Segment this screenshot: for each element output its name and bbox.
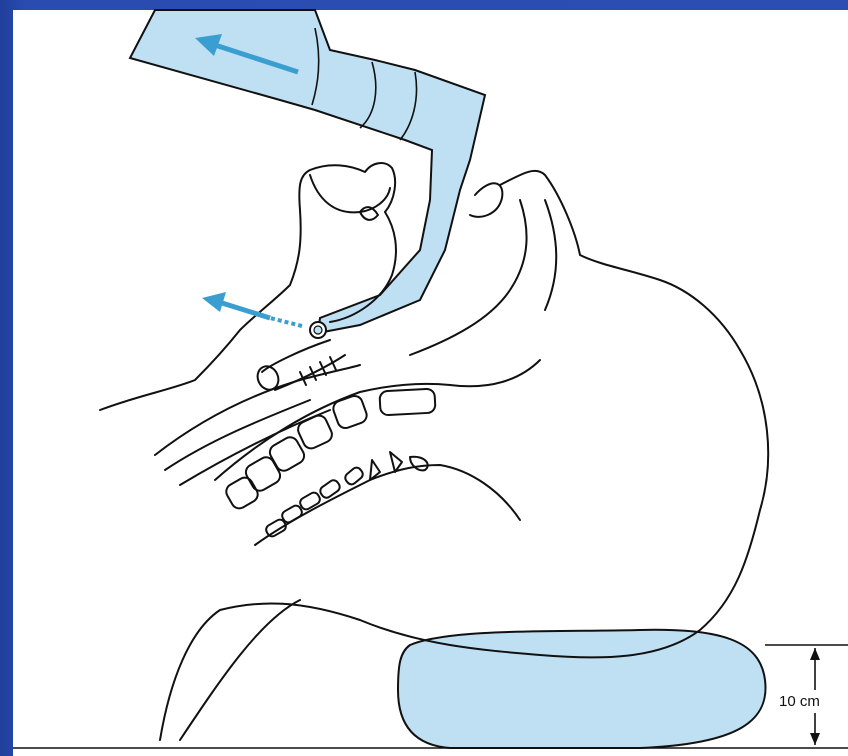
pharynx-inner-2	[545, 200, 556, 310]
epiglottis	[470, 183, 502, 217]
face-profile	[100, 163, 395, 410]
pillow	[398, 630, 766, 748]
neck-front	[180, 600, 300, 740]
measure-label: 10 cm	[779, 693, 820, 710]
lift-arrow-head	[202, 292, 226, 312]
lift-arrow-dashed	[270, 318, 302, 326]
palate	[310, 175, 390, 212]
trachea-line-2	[165, 400, 310, 470]
pharynx-wall	[500, 171, 740, 350]
measure-up-arrowhead	[810, 648, 820, 660]
measure-down-arrowhead	[810, 733, 820, 745]
blade-tip-inner	[314, 326, 322, 334]
